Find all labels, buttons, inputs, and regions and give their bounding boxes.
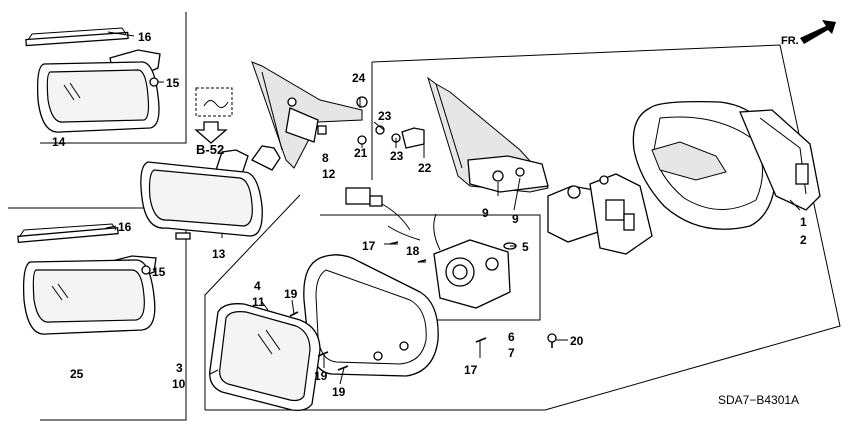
wire-harness: [345, 187, 411, 231]
callout-19-a: 19: [284, 287, 298, 301]
callout-6: 6: [508, 330, 515, 344]
inner-mirror-center: [140, 145, 281, 240]
callout-16-lower: 16: [118, 220, 132, 234]
inner-mirror-lower: [17, 223, 157, 335]
callout-20: 20: [570, 334, 584, 348]
callout-12: 12: [322, 167, 336, 181]
callout-14: 14: [52, 135, 66, 149]
callout-23-a: 23: [378, 109, 392, 123]
mirror-base-garnish: [251, 61, 363, 169]
callout-19-c: 19: [332, 385, 346, 399]
reference-b52: [194, 87, 233, 144]
callout-25: 25: [70, 367, 84, 381]
mirror-glass: [209, 303, 321, 412]
mirror-base-housing: [427, 76, 549, 193]
callout-15-lower: 15: [152, 265, 166, 279]
callout-9-b: 9: [512, 212, 519, 226]
callout-21: 21: [354, 146, 368, 160]
callout-10: 10: [172, 377, 186, 391]
callout-17-lower: 17: [464, 363, 478, 377]
callout-4: 4: [254, 279, 261, 293]
callout-17-upper: 17: [362, 239, 376, 253]
front-direction-arrow-icon: [800, 20, 836, 44]
callout-numbers: 16 15 14 16 15 25 13 24 23 23 21 22 8 12…: [52, 30, 807, 399]
callout-7: 7: [508, 346, 515, 360]
mirror-motor: [387, 213, 511, 309]
callout-3: 3: [176, 361, 183, 375]
drawing-code: SDA7−B4301A: [718, 393, 799, 407]
front-marker-label: FR.: [781, 35, 799, 47]
screws: [141, 77, 557, 371]
callout-16-upper: 16: [138, 30, 152, 44]
callout-13: 13: [212, 247, 226, 261]
reference-label: B-52: [196, 142, 224, 157]
callout-22: 22: [418, 161, 432, 175]
callout-5: 5: [522, 240, 529, 254]
callout-9-a: 9: [482, 206, 489, 220]
callout-23-b: 23: [390, 149, 404, 163]
small-fasteners: [356, 96, 425, 149]
skull-cap: [632, 100, 821, 230]
callout-8: 8: [322, 151, 329, 165]
mirror-housing-cover: [303, 254, 439, 377]
callout-19-b: 19: [314, 369, 328, 383]
callout-1: 1: [800, 215, 807, 229]
callout-11: 11: [252, 295, 265, 309]
callout-18: 18: [406, 244, 420, 258]
inner-mirror-upper: [25, 27, 161, 133]
callout-24: 24: [352, 71, 366, 85]
actuator-unit: [547, 173, 653, 255]
leader-lines: [105, 31, 801, 385]
callout-2: 2: [800, 233, 807, 247]
callout-15-upper: 15: [166, 76, 180, 90]
